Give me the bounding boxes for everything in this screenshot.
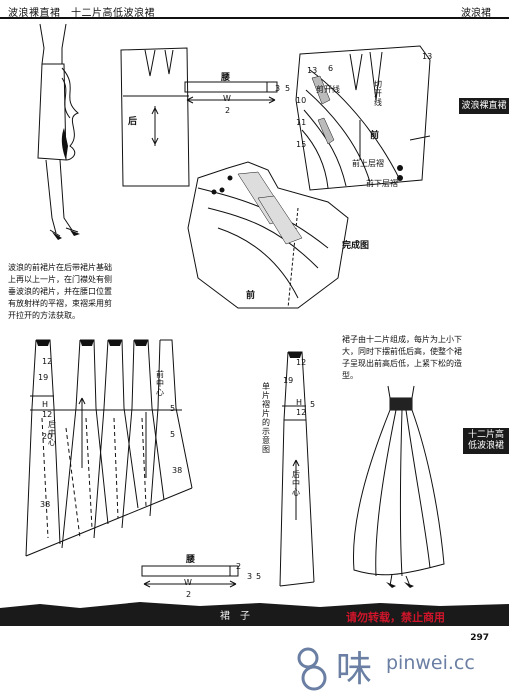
pattern-panels-lower	[25, 339, 193, 557]
label-back: 后	[128, 117, 138, 127]
lower-n38a: 38	[40, 500, 51, 509]
waistband-lower-w: W	[184, 578, 192, 587]
header-left-title: 波浪裸直裙 十二片高低波浪裙	[8, 8, 155, 19]
label-front-upper: 前	[370, 131, 380, 141]
single-n12: 12	[296, 358, 307, 367]
page-number: 297	[470, 633, 489, 643]
pattern-front-piece	[295, 45, 431, 191]
lower-back-center: 后中心	[48, 420, 56, 447]
side-tab-top-label: 波浪裸直裙	[461, 101, 507, 111]
side-tab-bottom: 十二片高 低波浪裙	[463, 428, 509, 454]
waistband-upper	[184, 81, 278, 104]
front-cut-line: 剪开线	[316, 85, 340, 94]
front-center-up: 前上层褶	[352, 159, 384, 168]
single-panel-note: 单片褶片的示意图	[262, 382, 270, 454]
waistband-lower-5: 5	[256, 572, 262, 581]
header-right-title: 波浪裙	[461, 8, 491, 19]
side-tab-bottom-line1: 十二片高	[467, 430, 504, 440]
waistband-upper-label: 腰	[221, 73, 231, 83]
single-n12b: 12	[296, 408, 307, 417]
label-front-complete: 前	[246, 291, 256, 301]
caption-upper: 波浪的前裙片在后带裙片基础上再以上一片，在门襟处有侧垂波浪的裙片，并在腰口位置有…	[8, 263, 112, 320]
front-cut-line2: 切开线	[374, 80, 382, 107]
lower-n20: 20	[42, 432, 53, 441]
footer-warning: 请勿转载，禁止商用	[346, 611, 445, 624]
front-n6: 6	[328, 64, 334, 73]
header-rule	[0, 17, 509, 19]
waistband-lower-3: 3	[247, 572, 253, 581]
front-n13b: 13	[422, 52, 433, 61]
footer-bar	[0, 602, 509, 626]
waistband-lower-label: 腰	[186, 555, 196, 565]
figure-illustration-lower	[352, 385, 445, 588]
lower-n19: 19	[38, 373, 49, 382]
lower-n12: 12	[42, 357, 53, 366]
waistband-upper-w: W	[223, 94, 231, 103]
watermark-char: 味	[336, 649, 373, 690]
lower-n5b: 5	[170, 430, 176, 439]
waistband-lower	[141, 565, 239, 588]
lower-n38b: 38	[172, 466, 183, 475]
lower-n5a: 5	[170, 404, 176, 413]
front-n15: 15	[296, 140, 307, 149]
footer-section: 裙 子	[220, 611, 250, 622]
single-n5: 5	[310, 400, 316, 409]
lower-n12b: 12	[42, 410, 53, 419]
watermark-text: pinwei.cc	[386, 652, 475, 674]
lower-h: H	[42, 400, 49, 409]
side-tab-top: 波浪裸直裙	[459, 98, 509, 114]
pattern-single-panel	[279, 351, 315, 587]
side-tab-bottom-line2: 低波浪裙	[467, 441, 504, 451]
watermark-logo	[297, 647, 327, 691]
label-complete: 完成图	[342, 241, 370, 251]
front-center-down: 前下层褶	[366, 179, 398, 188]
front-n13a: 13	[307, 66, 318, 75]
front-n10: 10	[296, 96, 307, 105]
waistband-upper-half: 2	[225, 106, 231, 115]
single-back-center: 后中心	[292, 470, 300, 497]
waistband-upper-3: 3	[275, 84, 281, 93]
single-n19: 19	[283, 376, 294, 385]
pattern-complete-flare	[187, 161, 349, 309]
caption-lower: 裙子由十二片组成，每片为上小下大，同时下摆前低后高，使整个裙子呈现出前高后低，上…	[342, 335, 462, 380]
figure-illustration-upper	[37, 23, 80, 240]
single-h: H	[296, 398, 303, 407]
lower-front-center: 前中心	[156, 370, 164, 397]
waistband-upper-5: 5	[285, 84, 291, 93]
waistband-lower-2: 2	[236, 562, 242, 571]
waistband-lower-half: 2	[186, 590, 192, 599]
front-n11: 11	[296, 118, 307, 127]
pattern-back-piece	[120, 47, 190, 187]
